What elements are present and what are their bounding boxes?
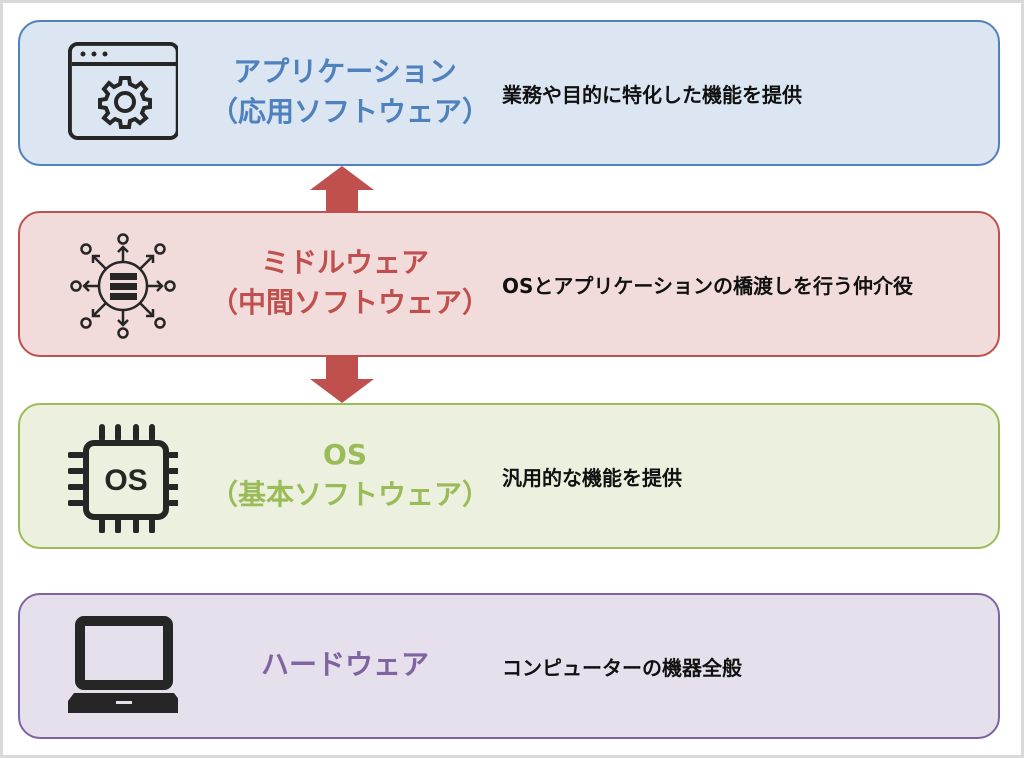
server-network-icon xyxy=(70,233,176,339)
layer-os: OS OS （基本ソフトウェア） 汎用的な機能を提供 xyxy=(18,403,1000,549)
layer-application: アプリケーション （応用ソフトウェア） 業務や目的に特化した機能を提供 xyxy=(18,20,1000,166)
layer-subtitle: （基本ソフトウェア） xyxy=(210,478,491,511)
arrow-up-icon xyxy=(310,166,374,212)
arrow-down-icon xyxy=(310,357,374,403)
layer-subtitle: （中間ソフトウェア） xyxy=(210,286,491,319)
layer-description: OSとアプリケーションの橋渡しを行う仲介役 xyxy=(502,273,914,298)
laptop-icon xyxy=(68,616,178,713)
layer-description: 汎用的な機能を提供 xyxy=(502,465,682,490)
layer-title: OS xyxy=(323,438,367,471)
app-window-gear-icon xyxy=(68,41,178,140)
layer-title: ハードウェア xyxy=(260,648,429,681)
layer-title: ミドルウェア xyxy=(260,246,429,279)
layer-title: アプリケーション xyxy=(233,55,457,88)
layer-subtitle: （応用ソフトウェア） xyxy=(210,95,491,128)
cpu-chip-os-icon: OS xyxy=(68,424,178,533)
layer-hardware: ハードウェア コンピューターの機器全般 xyxy=(18,593,1000,739)
layer-description: コンピューターの機器全般 xyxy=(502,655,742,680)
layer-description: 業務や目的に特化した機能を提供 xyxy=(502,82,802,107)
layer-middleware: ミドルウェア （中間ソフトウェア） OSとアプリケーションの橋渡しを行う仲介役 xyxy=(18,211,1000,357)
chip-label: OS xyxy=(104,464,147,497)
